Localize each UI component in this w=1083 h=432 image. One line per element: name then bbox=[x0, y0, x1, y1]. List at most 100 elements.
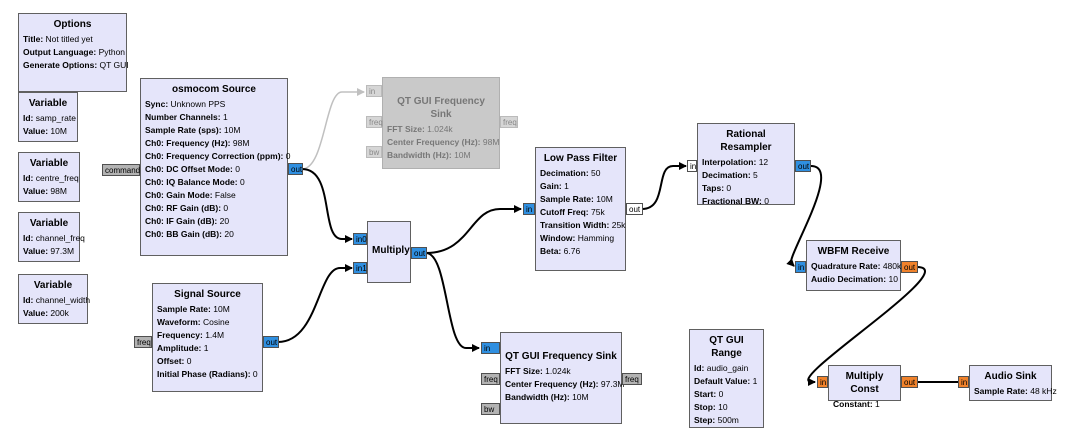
param-value: 10M bbox=[572, 392, 589, 402]
block-title: WBFM Receive bbox=[817, 246, 890, 257]
low-pass-filter-block[interactable]: Low Pass Filter Decimation: 50 Gain: 1 S… bbox=[535, 147, 626, 271]
multiply-out-port[interactable]: out bbox=[411, 247, 427, 259]
signal-freq-port[interactable]: freq bbox=[134, 336, 152, 348]
param-value: 97.3M bbox=[50, 246, 75, 256]
wire-multiply-to-qtsink bbox=[425, 252, 480, 352]
param-key: Number Channels: bbox=[145, 112, 221, 122]
param-key: Waveform: bbox=[157, 317, 201, 327]
multiply-const-in-port[interactable]: in bbox=[817, 376, 828, 388]
variable-channel-width-block[interactable]: Variable Id: channel_width Value: 200k bbox=[18, 274, 91, 324]
block-title: Variable bbox=[28, 98, 68, 109]
qt-disabled-freq-in-port[interactable]: freq bbox=[366, 116, 383, 128]
wbfm-receive-block[interactable]: WBFM Receive Quadrature Rate: 480k Audio… bbox=[806, 240, 901, 291]
resampler-out-port[interactable]: out bbox=[795, 160, 811, 172]
wire-osmocom-to-multiply bbox=[301, 168, 353, 243]
param-key: Sample Rate (sps): bbox=[145, 125, 222, 135]
param-key: Decimation: bbox=[702, 170, 751, 180]
param-key: Fractional BW: bbox=[702, 196, 762, 206]
wire-lpf-to-resampler bbox=[641, 162, 687, 210]
param-key: Id: bbox=[23, 113, 34, 123]
wbfm-out-port[interactable]: out bbox=[901, 261, 918, 273]
param-key: Id: bbox=[694, 363, 705, 373]
param-key: Beta: bbox=[540, 246, 562, 256]
wbfm-in-port[interactable]: in bbox=[795, 261, 806, 273]
multiply-block[interactable]: Multiply bbox=[367, 221, 411, 283]
param-value: 500m bbox=[717, 415, 739, 425]
param-key: Audio Decimation: bbox=[811, 274, 887, 284]
osmocom-out-port[interactable]: out bbox=[288, 163, 303, 175]
param-value: 1 bbox=[222, 112, 228, 122]
param-key: Frequency: bbox=[157, 330, 203, 340]
block-title: osmocom Source bbox=[172, 84, 256, 95]
qt-disabled-bw-port[interactable]: bw bbox=[366, 146, 382, 158]
param-value: 1 bbox=[875, 399, 880, 409]
param-value: 10 bbox=[718, 402, 728, 412]
param-key: Stop: bbox=[694, 402, 716, 412]
block-title: Variable bbox=[29, 158, 69, 169]
rational-resampler-block[interactable]: Rational Resampler Interpolation: 12 Dec… bbox=[697, 123, 795, 206]
param-key: Ch0: Frequency Correction (ppm): bbox=[145, 151, 284, 161]
param-key: Ch0: RF Gain (dB): bbox=[145, 203, 222, 213]
param-value: 0 bbox=[235, 164, 240, 174]
param-value: samp_rate bbox=[35, 113, 76, 123]
block-title: Signal Source bbox=[174, 289, 241, 300]
param-key: Center Frequency (Hz): bbox=[505, 379, 599, 389]
osmocom-command-port[interactable]: command bbox=[102, 164, 140, 176]
param-value: 75k bbox=[591, 207, 605, 217]
param-value: 97.3M bbox=[600, 379, 625, 389]
param-key: Sample Rate: bbox=[974, 386, 1028, 396]
qt-sink-bw-port[interactable]: bw bbox=[481, 403, 500, 415]
param-value: Not titled yet bbox=[45, 34, 93, 44]
qt-gui-frequency-sink-disabled-block[interactable]: QT GUI Frequency Sink FFT Size: 1.024k C… bbox=[382, 77, 500, 169]
param-value: channel_width bbox=[35, 295, 91, 305]
options-block[interactable]: Options Title: Not titled yet Output Lan… bbox=[18, 13, 129, 92]
block-title: QT GUI Frequency Sink bbox=[397, 96, 485, 120]
param-key: Value: bbox=[23, 308, 49, 318]
wire-multiply-to-lpf bbox=[425, 205, 522, 254]
param-key: FFT Size: bbox=[387, 124, 425, 134]
qt-sink-freq-in-port[interactable]: freq bbox=[481, 373, 500, 385]
multiply-const-out-port[interactable]: out bbox=[901, 376, 918, 388]
audio-sink-block[interactable]: Audio Sink Sample Rate: 48 kHz bbox=[969, 365, 1057, 401]
signal-source-block[interactable]: Signal Source Sample Rate: 10M Waveform:… bbox=[152, 283, 263, 392]
param-key: Start: bbox=[694, 389, 717, 399]
param-key: FFT Size: bbox=[505, 366, 543, 376]
qt-sink-in-port[interactable]: in bbox=[481, 342, 500, 354]
param-value: 10M bbox=[213, 304, 230, 314]
lpf-out-port[interactable]: out bbox=[626, 203, 643, 215]
param-key: Id: bbox=[23, 233, 34, 243]
signal-out-port[interactable]: out bbox=[263, 336, 279, 348]
qt-disabled-freq-out-port[interactable]: freq bbox=[500, 116, 518, 128]
variable-centre-freq-block[interactable]: Variable Id: centre_freq Value: 98M bbox=[18, 152, 80, 202]
block-title: Multiply Const bbox=[845, 371, 884, 395]
qt-gui-range-block[interactable]: QT GUI Range Id: audio_gain Default Valu… bbox=[689, 329, 764, 428]
param-key: Taps: bbox=[702, 183, 725, 193]
multiply-const-block[interactable]: Multiply Const Constant: 1 bbox=[828, 365, 901, 409]
resampler-in-port[interactable]: in bbox=[687, 160, 697, 172]
lpf-in-port[interactable]: in bbox=[523, 203, 535, 215]
param-value: 20 bbox=[219, 216, 230, 226]
qt-sink-freq-out-port[interactable]: freq bbox=[622, 373, 642, 385]
param-key: Gain: bbox=[540, 181, 562, 191]
block-title: Low Pass Filter bbox=[543, 153, 618, 164]
param-key: Bandwidth (Hz): bbox=[505, 392, 570, 402]
multiply-in1-port[interactable]: in1 bbox=[353, 262, 367, 274]
variable-channel-freq-block[interactable]: Variable Id: channel_freq Value: 97.3M bbox=[18, 212, 85, 262]
param-key: Ch0: IQ Balance Mode: bbox=[145, 177, 238, 187]
audio-sink-in-port[interactable]: in bbox=[958, 376, 969, 388]
param-value: Python bbox=[98, 47, 126, 57]
variable-samp-rate-block[interactable]: Variable Id: samp_rate Value: 10M bbox=[18, 92, 78, 142]
multiply-in0-port[interactable]: in0 bbox=[353, 233, 367, 245]
qt-gui-frequency-sink-block[interactable]: QT GUI Frequency Sink FFT Size: 1.024k C… bbox=[500, 332, 625, 424]
param-value: Cosine bbox=[202, 317, 230, 327]
param-value: centre_freq bbox=[35, 173, 79, 183]
qt-disabled-in-port[interactable]: in bbox=[366, 85, 382, 97]
param-key: Value: bbox=[23, 246, 49, 256]
osmocom-source-block[interactable]: osmocom Source Sync: Unknown PPS Number … bbox=[140, 78, 290, 256]
param-value: 12 bbox=[758, 157, 769, 167]
param-value: 98M bbox=[50, 186, 67, 196]
param-key: Center Frequency (Hz): bbox=[387, 137, 481, 147]
block-title: Options bbox=[53, 19, 92, 30]
param-value: Hamming bbox=[577, 233, 615, 243]
